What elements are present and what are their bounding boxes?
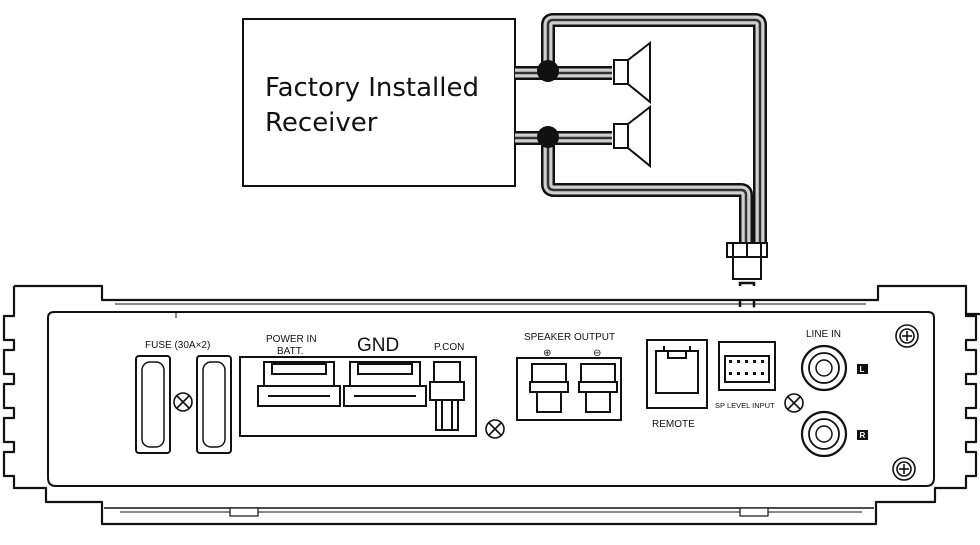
remote-label: REMOTE (652, 419, 695, 430)
factory-receiver: Factory Installed Receiver (242, 18, 516, 187)
pcon-label: P.CON (434, 342, 464, 353)
line-in-right-jack (800, 410, 848, 458)
sp-level-input-label: SP LEVEL INPUT (715, 401, 775, 410)
sp-level-input-port (718, 341, 776, 391)
batt-terminal (257, 361, 341, 407)
screw-icon (784, 393, 804, 413)
speaker-minus-symbol: ⊖ (593, 348, 601, 359)
left-badge-text: L (860, 365, 865, 374)
receiver-label-line2: Receiver (265, 108, 378, 138)
gnd-label: GND (357, 335, 399, 356)
left-channel-badge (857, 364, 868, 374)
screw-icon (173, 392, 193, 412)
front-panel (47, 311, 935, 487)
speaker-plus-symbol: ⊕ (543, 348, 551, 359)
wire-connector-plug (726, 242, 768, 280)
power-terminal-block (239, 356, 477, 437)
fuse-slot-2 (196, 355, 232, 454)
remote-jack (646, 339, 708, 409)
power-in-label: POWER IN (266, 334, 317, 345)
fuse-label: FUSE (30A×2) (145, 340, 210, 351)
right-channel-badge (857, 430, 868, 440)
right-badge-text: R (860, 431, 866, 440)
junction-dot-bottom (537, 126, 559, 148)
receiver-box (242, 18, 516, 187)
screw-icon (485, 419, 505, 439)
receiver-label-line1: Factory Installed (265, 73, 479, 103)
fuse-slot-1 (135, 355, 171, 454)
screw-icon (892, 457, 916, 481)
line-in-label: LINE IN (806, 329, 841, 340)
amplifier: FUSE (30A×2) POWER IN BATT. GND P.CON (2, 284, 980, 526)
speaker-output-label: SPEAKER OUTPUT (524, 332, 615, 343)
batt-label: BATT. (277, 346, 303, 357)
screw-icon (895, 324, 919, 348)
speaker-output-terminal (516, 357, 622, 421)
speaker-icon (613, 40, 651, 105)
pcon-terminal (429, 361, 465, 431)
junction-dot-top (537, 60, 559, 82)
line-in-left-jack (800, 344, 848, 392)
speaker-wires (515, 13, 767, 243)
gnd-terminal (343, 361, 427, 407)
speaker-icon (613, 104, 651, 169)
